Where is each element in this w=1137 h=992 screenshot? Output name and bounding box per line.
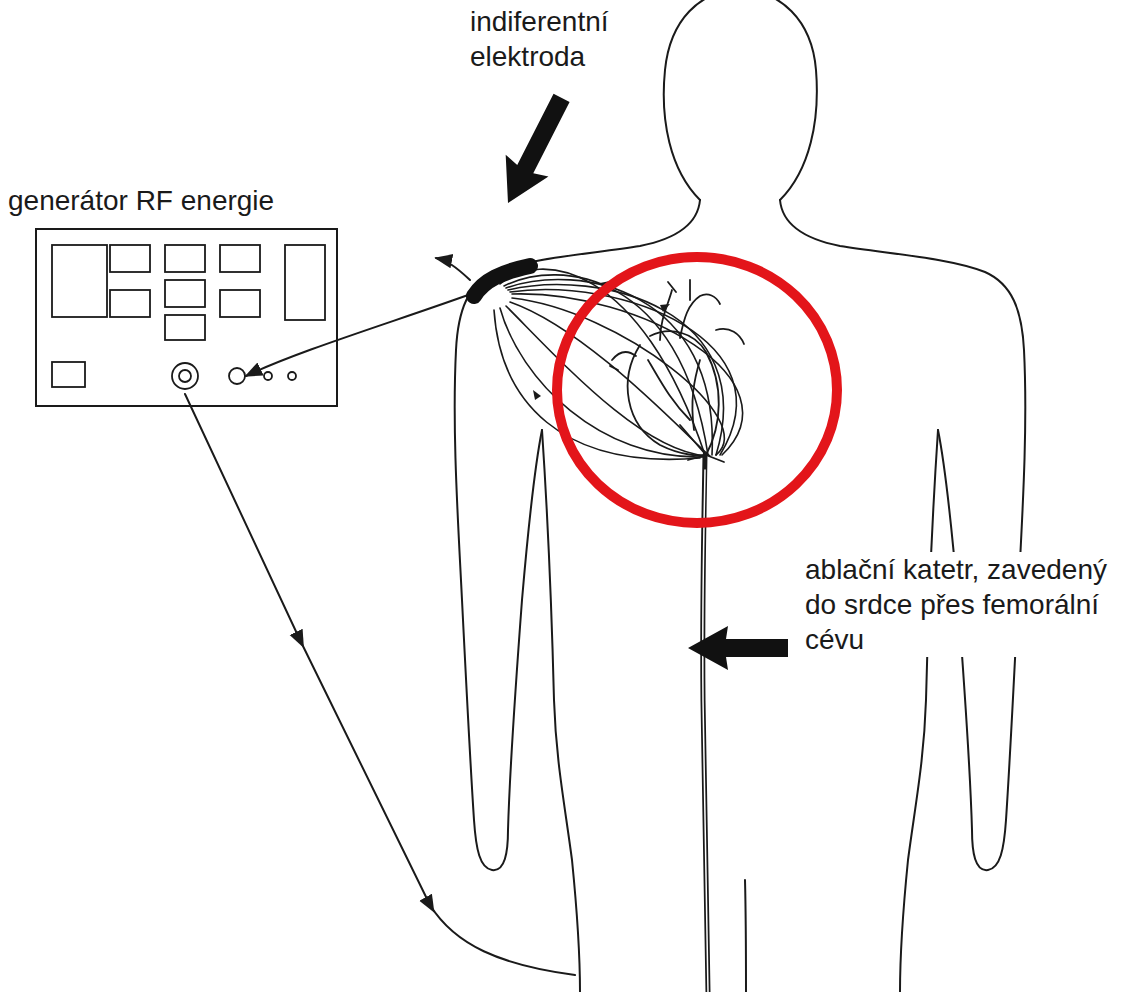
electrode-wire <box>436 258 470 280</box>
control-panel <box>165 245 205 272</box>
head-outline <box>664 0 817 200</box>
control-panel <box>52 245 107 317</box>
leg-outline <box>745 880 746 992</box>
control-panel <box>165 315 205 340</box>
generator-controls <box>37 230 336 405</box>
control-panel <box>285 245 325 320</box>
generator-panel <box>35 228 338 407</box>
control-panel <box>110 290 150 317</box>
ablation-catheter <box>703 455 708 992</box>
callout-label: indiferentní elektroda <box>468 4 632 74</box>
connector-socket <box>179 370 191 382</box>
field-lines <box>494 269 743 459</box>
connector-socket <box>288 372 296 380</box>
pointer-arrow <box>487 87 583 214</box>
connector-socket <box>264 372 272 380</box>
pointer-arrow <box>688 626 788 670</box>
connector-socket <box>172 363 198 389</box>
control-panel <box>220 290 260 317</box>
highlight-circle <box>557 257 837 523</box>
torso-outline <box>900 430 938 992</box>
control-panel <box>165 280 205 307</box>
connector-socket <box>229 368 245 384</box>
body-outline <box>780 200 1025 870</box>
control-panel <box>220 245 260 272</box>
control-panel <box>110 245 150 272</box>
node-heading: generátor RF energie <box>8 183 274 218</box>
callout-label: ablační katetr, zavedený do srdce přes f… <box>803 552 1117 657</box>
generator-box: generátor RF energie <box>8 183 338 407</box>
torso-outline <box>542 430 580 992</box>
return-wire <box>185 394 575 975</box>
control-panel <box>52 362 85 387</box>
body-outline <box>455 200 700 870</box>
ablation-catheter <box>703 470 708 992</box>
heart-sketch <box>610 280 744 462</box>
electrode-wire <box>246 290 482 376</box>
indifferent-electrode <box>474 266 530 296</box>
